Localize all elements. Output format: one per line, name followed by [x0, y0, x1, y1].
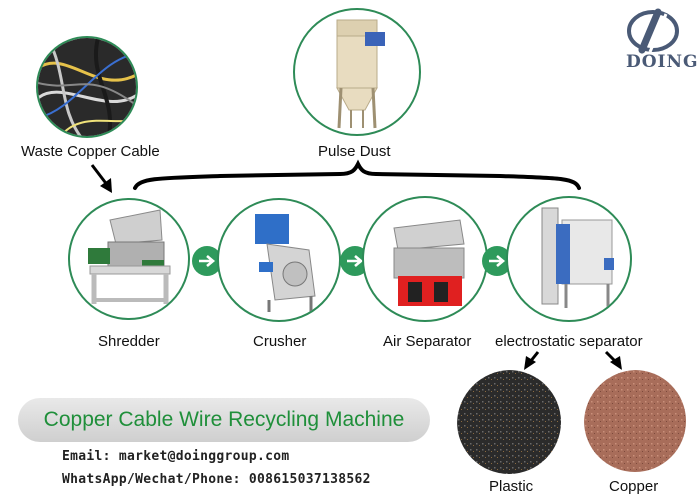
pulse-dust-label: Pulse Dust [318, 143, 391, 160]
banner-title: Copper Cable Wire Recycling Machine [43, 408, 405, 431]
contact-email: Email: market@doinggroup.com [62, 449, 290, 464]
crusher-image [217, 198, 341, 322]
crusher-label: Crusher [253, 333, 307, 350]
copper-image [582, 368, 688, 474]
title-banner: Copper Cable Wire Recycling Machine [18, 398, 430, 442]
air-separator-image [362, 196, 488, 322]
down-right-arrow-head [100, 178, 112, 193]
waste-cable-label: Waste Copper Cable [21, 143, 160, 160]
plastic-label: Plastic [489, 478, 534, 495]
shredder-image [68, 198, 190, 320]
right-arrow-icon [347, 255, 364, 267]
doing-logo [620, 8, 700, 78]
electrostatic-separator-image [506, 196, 632, 322]
copper-label: Copper [609, 478, 659, 495]
contact-phone: WhatsApp/Wechat/Phone: 008615037138562 [62, 472, 371, 487]
electrostatic-label: electrostatic separator [495, 333, 643, 350]
right-arrow-icon [489, 255, 506, 267]
plastic-image [455, 368, 563, 476]
air-separator-label: Air Separator [383, 333, 472, 350]
waste-cable-image [36, 36, 138, 138]
shredder-label: Shredder [98, 333, 160, 350]
right-arrow-icon [199, 255, 216, 267]
logo-text: DOING [626, 52, 699, 72]
down-left-arrow-head [524, 356, 536, 370]
pulse-dust-image [293, 8, 421, 136]
down-right-arrow-2-head [610, 356, 622, 370]
